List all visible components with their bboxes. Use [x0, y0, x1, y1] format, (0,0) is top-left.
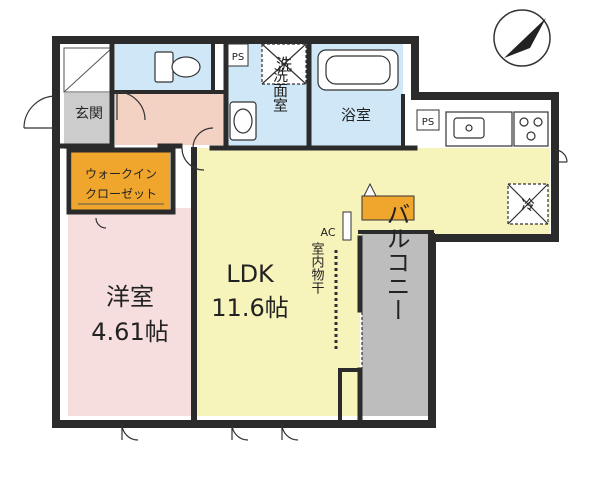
ps-box-icons: [227, 43, 440, 131]
ldk-floor-main: [194, 148, 360, 416]
walk-in-closet-label-1: ウォークイン: [85, 167, 157, 181]
walk-in-closet-floor: [72, 150, 170, 210]
genkan-floor: [64, 93, 114, 149]
ps-label-kitchen: PS: [422, 117, 434, 128]
genkan-label: 玄関: [75, 105, 103, 122]
bathroom-label: 浴室: [341, 106, 371, 124]
ps-label-washroom: PS: [232, 52, 244, 63]
washbasin-icon: [229, 101, 257, 141]
walk-in-closet-label-2: クローゼット: [85, 187, 157, 201]
step-marker-icon: [363, 182, 377, 197]
kitchen-sink-icon: [445, 111, 513, 147]
north-compass-icon: [493, 9, 551, 67]
walls: [52, 36, 559, 428]
washing-machine-icon: [261, 43, 307, 85]
fridge-label: 冷: [521, 198, 535, 214]
ac-unit-icon: [342, 211, 352, 241]
balcony-floor: [362, 232, 428, 416]
western-room-floor: [68, 208, 194, 416]
washer-label: 洗: [276, 55, 292, 74]
doors: [23, 91, 568, 441]
washroom-label: 洗面室: [271, 68, 289, 113]
western-room-name: 洋室: [106, 283, 154, 311]
balcony-label: バルコニー: [382, 202, 410, 322]
bathtub-icon: [317, 49, 399, 91]
toilet-icon: [154, 51, 201, 83]
ldk-size: 11.6帖: [211, 294, 288, 322]
entrance-hall-floor: [115, 93, 225, 145]
indoor-drying-label: 室内物干: [309, 241, 325, 294]
stove-icon: [513, 111, 549, 147]
ldk-name: LDK: [226, 260, 275, 288]
ac-label: AC: [320, 226, 335, 239]
western-room-size: 4.61帖: [91, 318, 168, 346]
kitchen-counter-block: [361, 195, 415, 221]
refrigerator-icon: [507, 183, 549, 225]
